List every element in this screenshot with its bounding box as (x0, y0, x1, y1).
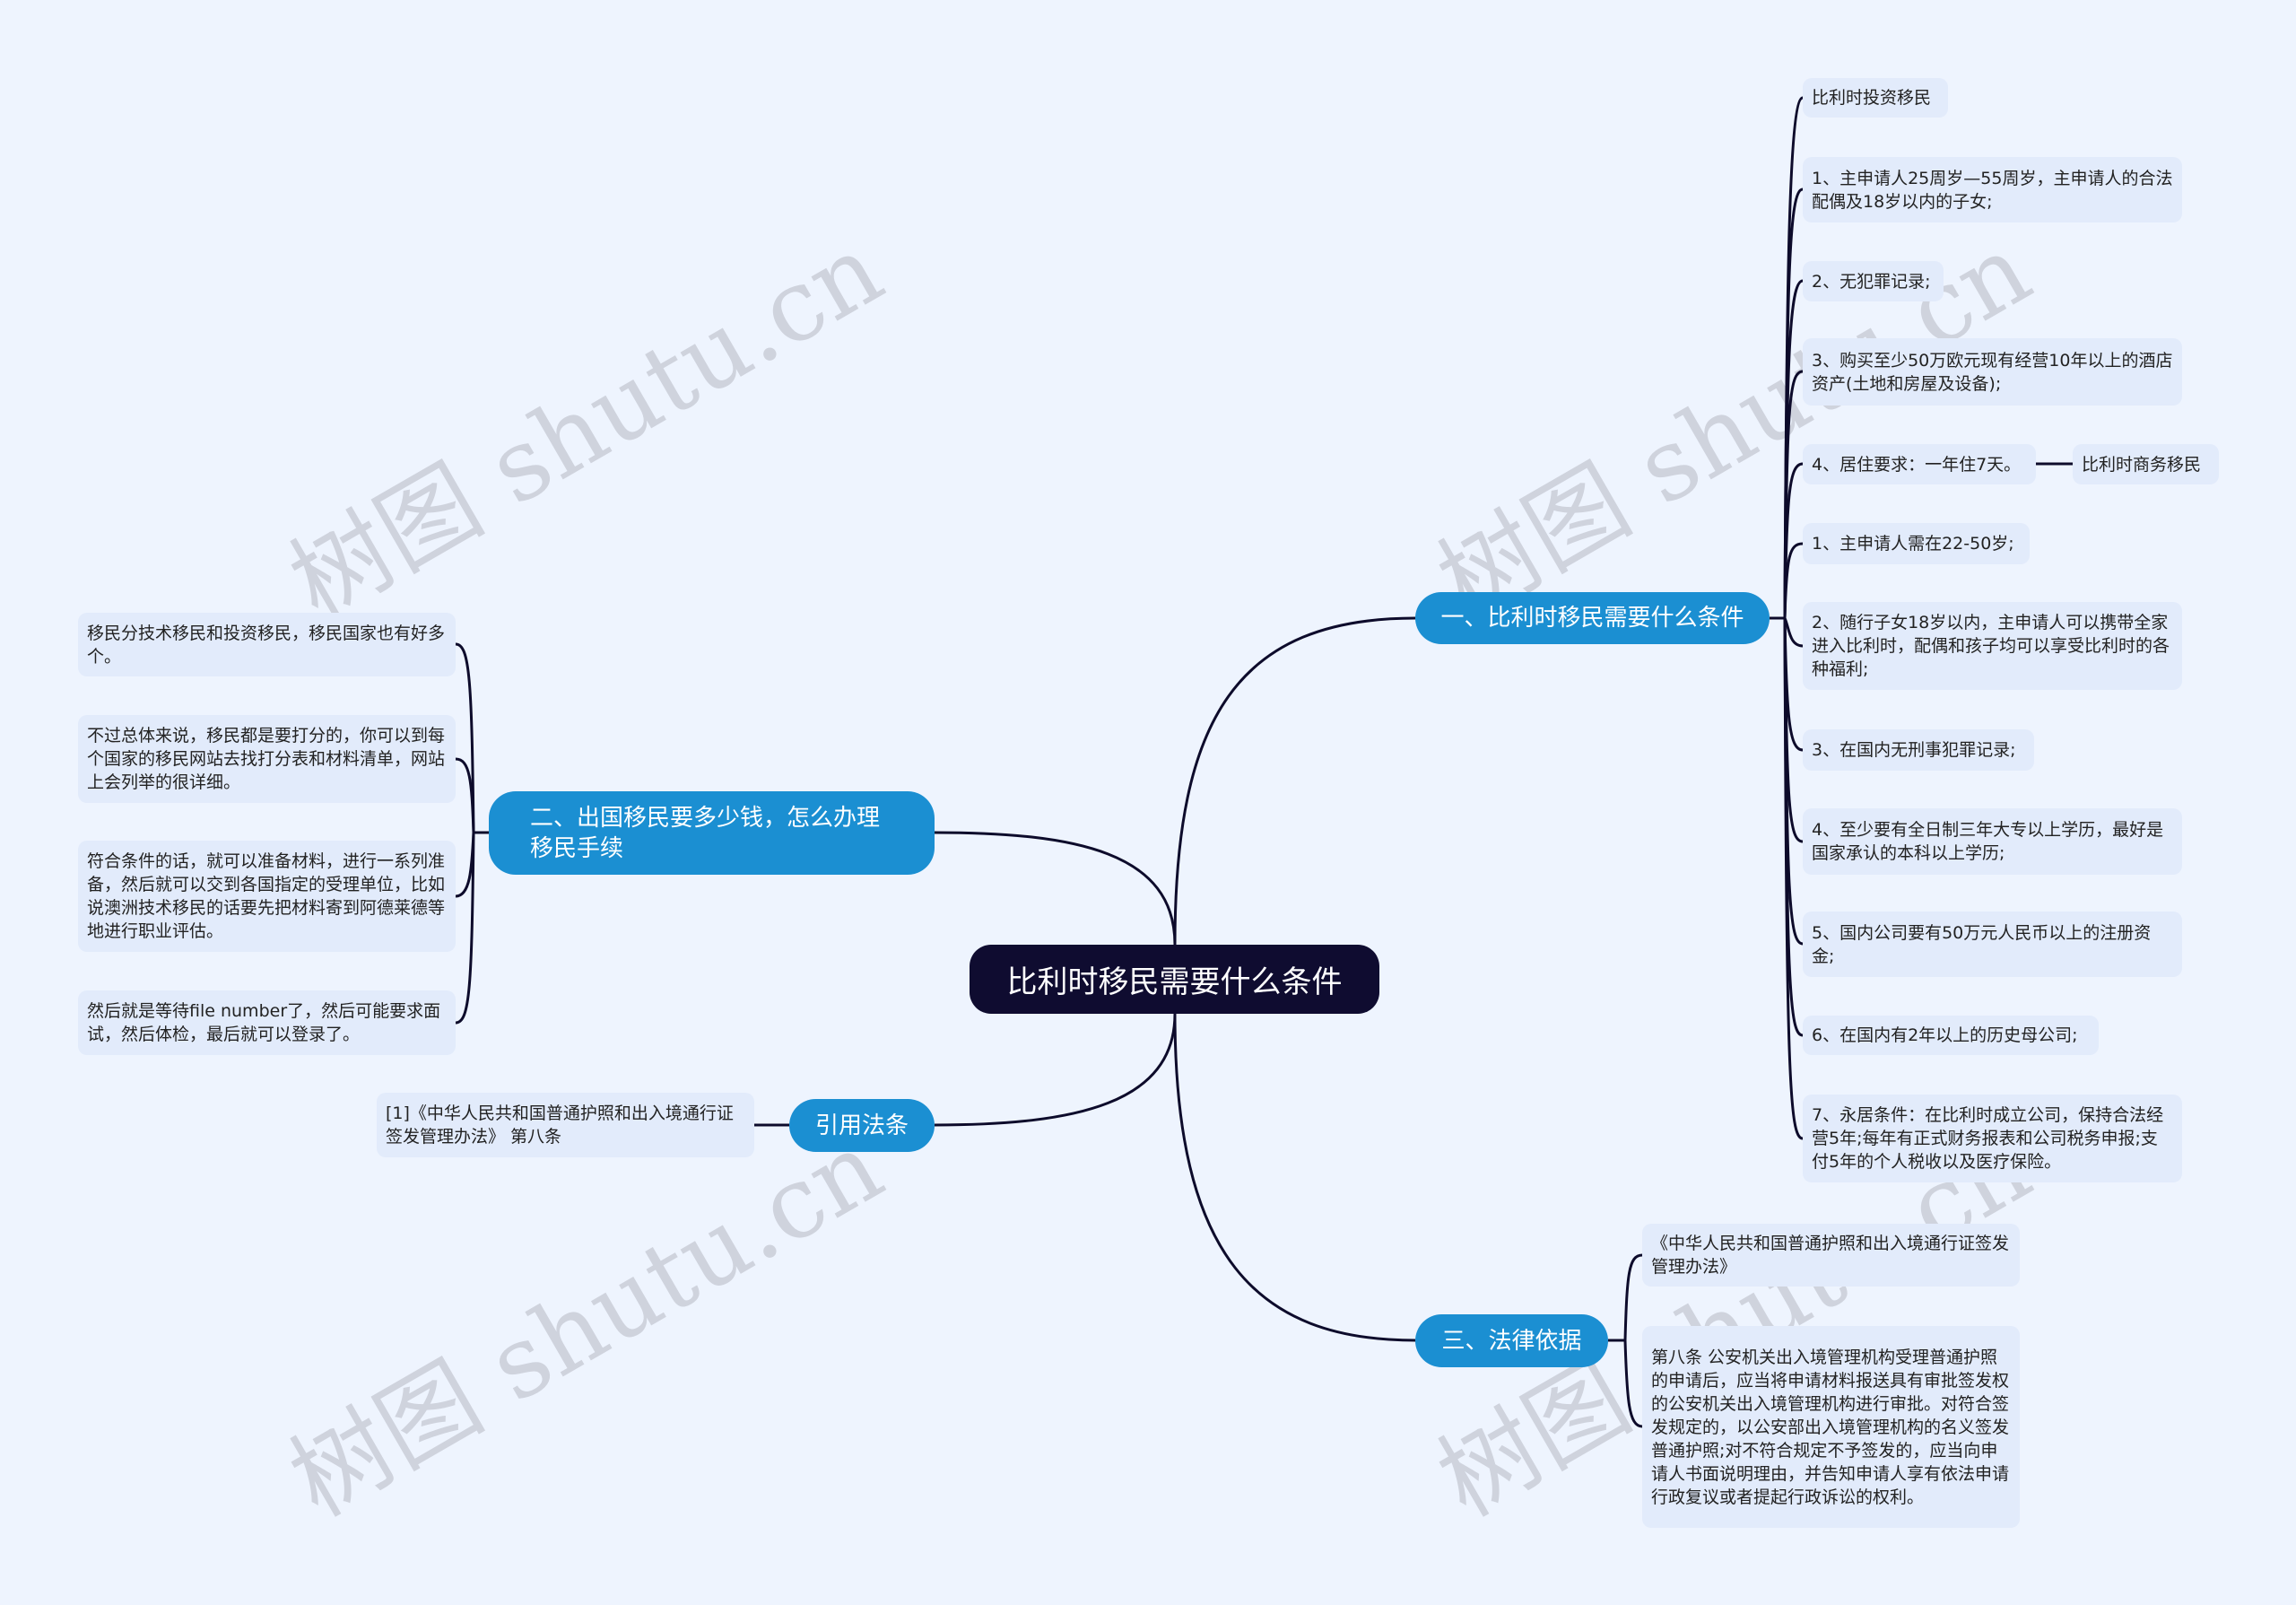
leaf-node[interactable]: 2、随行子女18岁以内，主申请人可以携带全家进入比利时，配偶和孩子均可以享受比利… (1803, 602, 2182, 690)
branch-immigration-cost[interactable]: 二、出国移民要多少钱，怎么办理移民手续 (489, 791, 935, 875)
link-center-b2 (934, 831, 1177, 946)
leaf-node[interactable]: 2、无犯罪记录; (1803, 261, 1944, 301)
leaf-node[interactable]: 1、主申请人需在22-50岁; (1803, 523, 2030, 564)
leaf-node[interactable]: 第八条 公安机关出入境管理机构受理普通护照的申请后，应当将申请材料报送具有审批签… (1642, 1326, 2020, 1528)
branch-cited-law[interactable]: 引用法条 (789, 1099, 935, 1152)
leaf-node[interactable]: 6、在国内有2年以上的历史母公司; (1803, 1016, 2099, 1055)
leaf-node[interactable]: 然后就是等待file number了，然后可能要求面试，然后体检，最后就可以登录… (78, 990, 456, 1055)
leaf-node[interactable]: 比利时投资移民 (1803, 78, 1948, 118)
leaf-node[interactable]: 《中华人民共和国普通护照和出入境通行证签发管理办法》 (1642, 1224, 2020, 1287)
leaf-node[interactable]: 3、购买至少50万欧元现有经营10年以上的酒店资产(土地和房屋及设备); (1803, 338, 2182, 406)
leaf-node[interactable]: 移民分技术移民和投资移民，移民国家也有好多个。 (78, 613, 456, 676)
link-center-b3 (1173, 1013, 1416, 1342)
link-center-cite (934, 1013, 1177, 1127)
leaf-node[interactable]: 4、居住要求：一年住7天。 (1803, 444, 2036, 484)
leaf-node[interactable]: 1、主申请人25周岁—55周岁，主申请人的合法配偶及18岁以内的子女; (1803, 157, 2182, 222)
leaf-business-immigration[interactable]: 比利时商务移民 (2073, 444, 2219, 484)
branch-legal-basis[interactable]: 三、法律依据 (1415, 1314, 1608, 1367)
leaf-node[interactable]: 7、永居条件：在比利时成立公司，保持合法经营5年;每年有正式财务报表和公司税务申… (1803, 1095, 2182, 1182)
link-center-b1 (1173, 616, 1416, 946)
leaf-node[interactable]: 4、至少要有全日制三年大专以上学历，最好是国家承认的本科以上学历; (1803, 808, 2182, 875)
leaf-citation[interactable]: [1]《中华人民共和国普通护照和出入境通行证签发管理办法》 第八条 (377, 1093, 754, 1157)
leaf-node[interactable]: 3、在国内无刑事犯罪记录; (1803, 729, 2034, 771)
central-topic[interactable]: 比利时移民需要什么条件 (970, 945, 1379, 1014)
branch-belgium-conditions[interactable]: 一、比利时移民需要什么条件 (1415, 592, 1770, 644)
leaf-node[interactable]: 符合条件的话，就可以准备材料，进行一系列准备，然后就可以交到各国指定的受理单位，… (78, 841, 456, 952)
leaf-node[interactable]: 5、国内公司要有50万元人民币以上的注册资金; (1803, 912, 2182, 977)
leaf-node[interactable]: 不过总体来说，移民都是要打分的，你可以到每个国家的移民网站去找打分表和材料清单，… (78, 715, 456, 803)
